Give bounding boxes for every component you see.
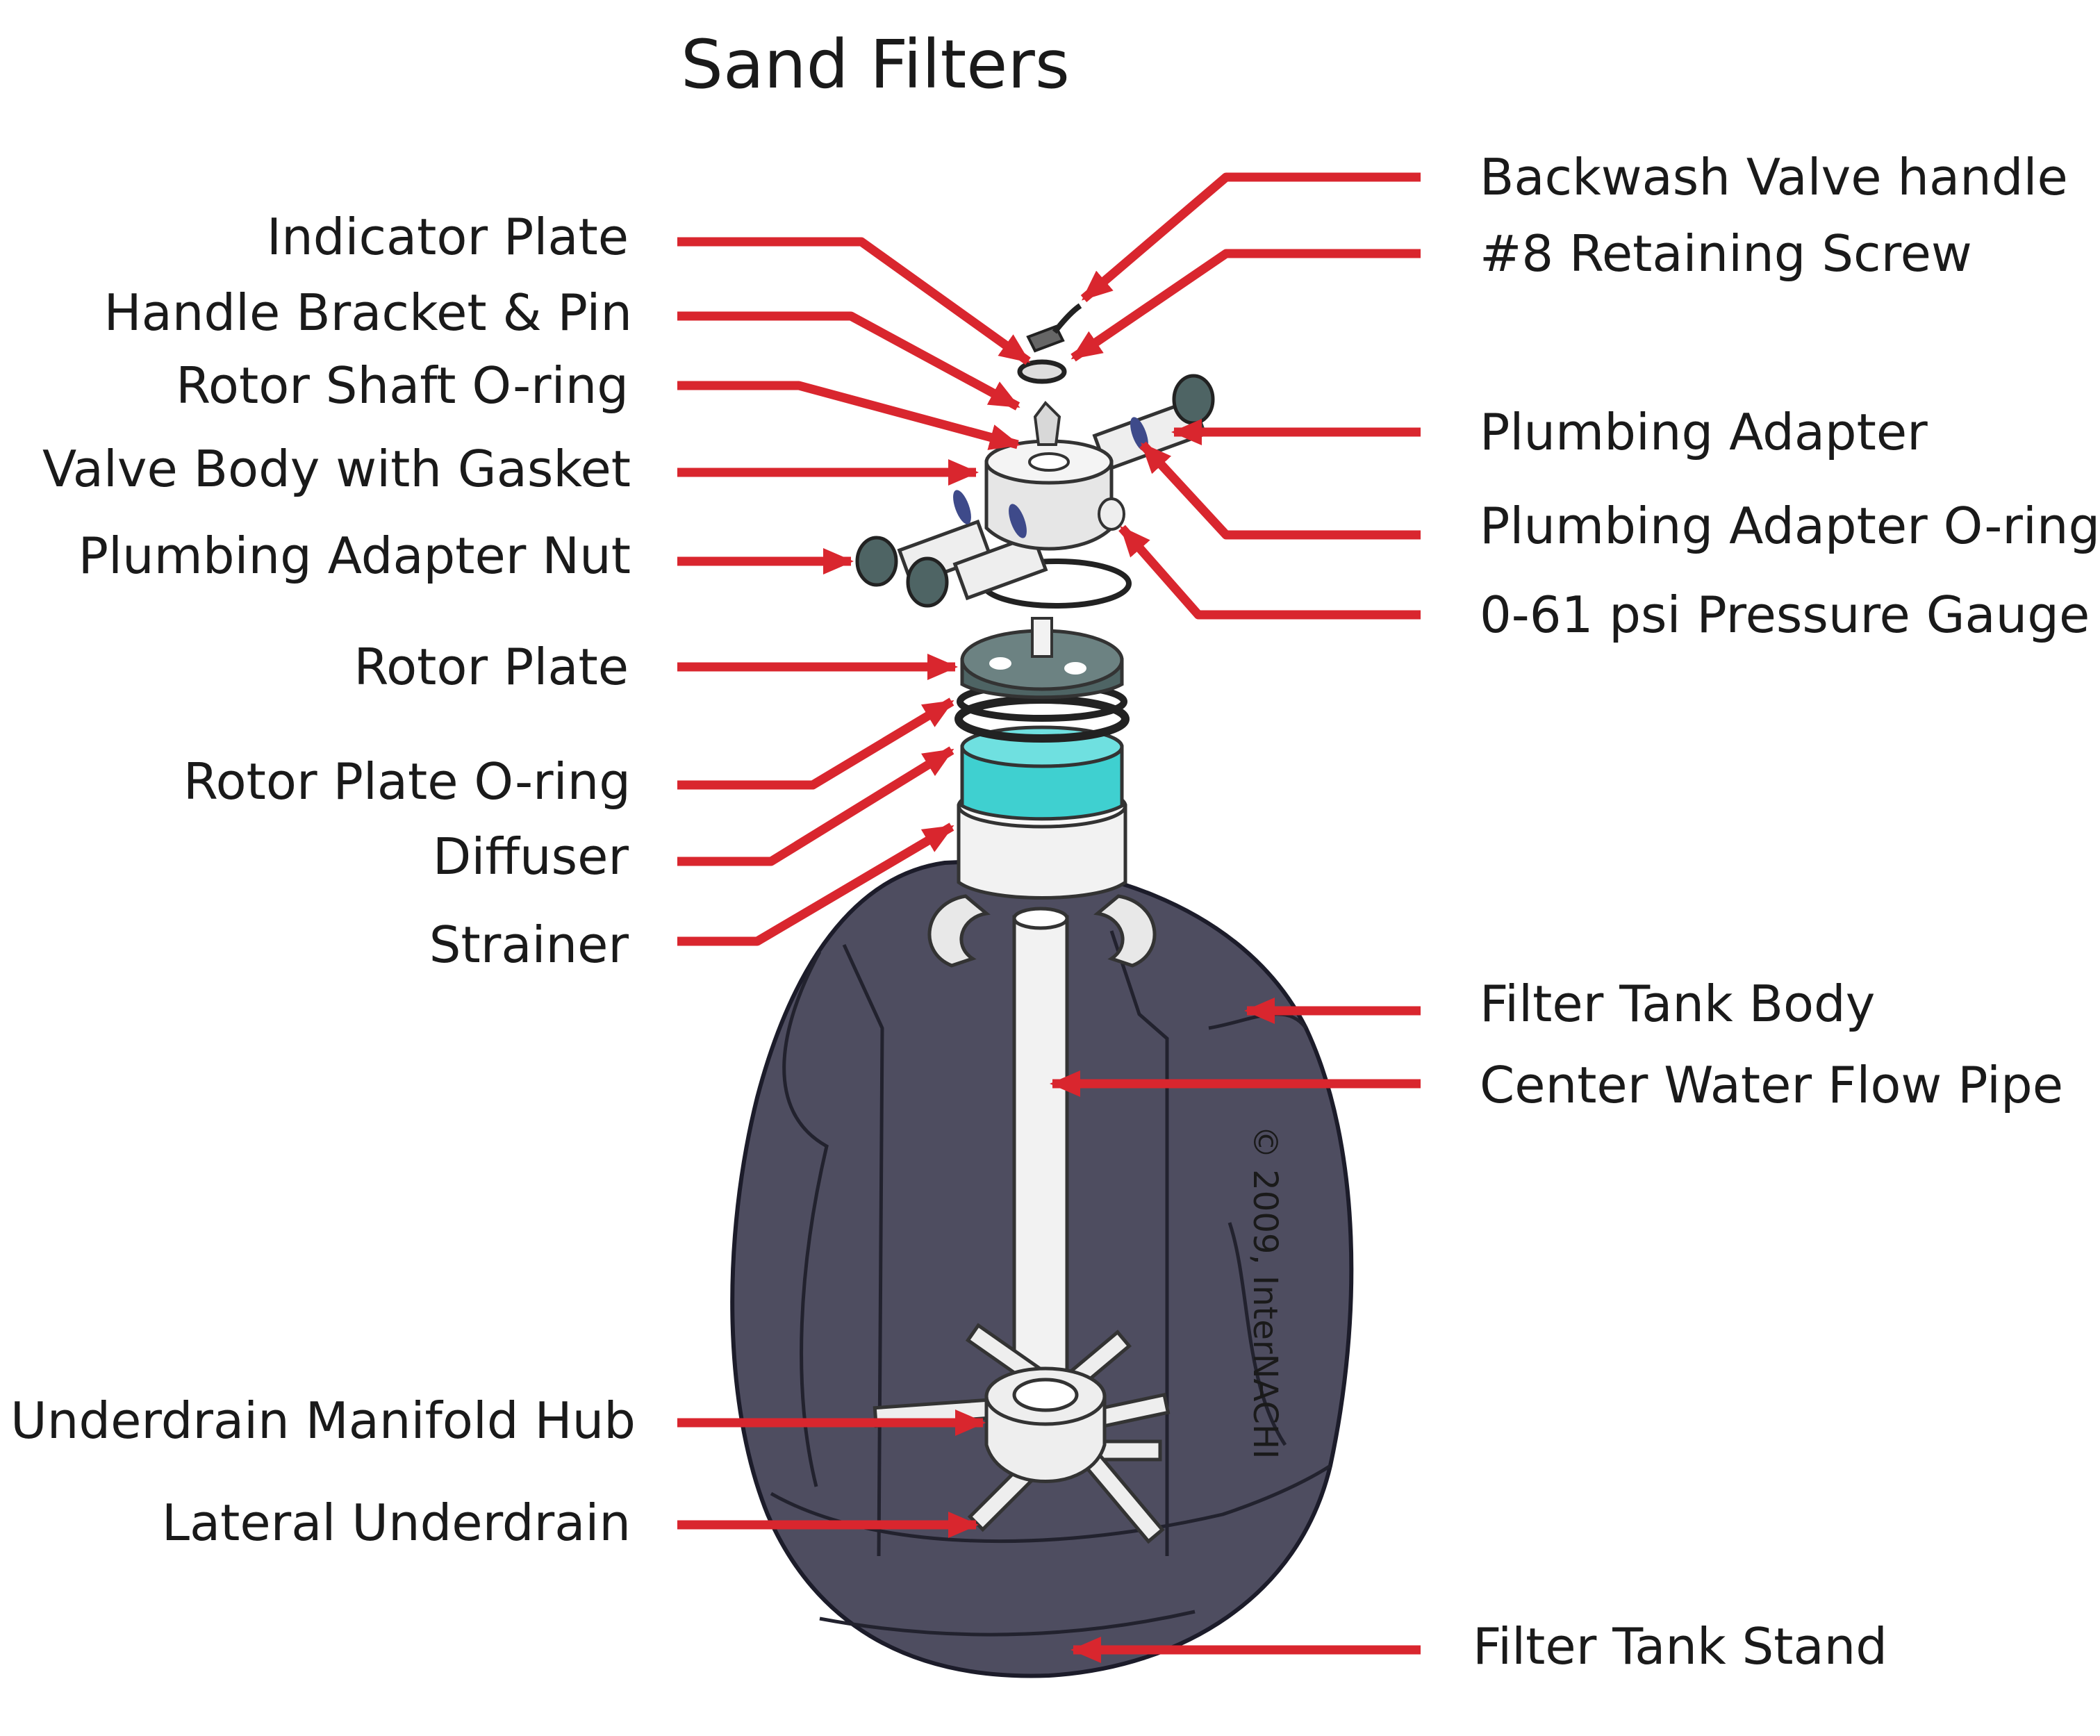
arrow-handle-bracket-pin <box>677 311 1020 411</box>
arrow-rotor-plate-o-ring <box>677 697 954 790</box>
arrow-retaining-screw <box>1070 249 1421 362</box>
label-indicator-plate: Indicator Plate <box>267 208 629 266</box>
label-pressure-gauge: 0-61 psi Pressure Gauge <box>1480 586 2090 644</box>
arrow-pressure-gauge <box>1118 524 1421 620</box>
label-lateral-underdrain: Lateral Underdrain <box>162 1494 631 1552</box>
rotor-plate-part <box>960 617 1124 700</box>
label-diffuser: Diffuser <box>433 827 629 886</box>
arrow-rotor-shaft-o-ring <box>677 381 1020 450</box>
label-filter-tank-stand: Filter Tank Stand <box>1473 1617 1887 1676</box>
label-plumbing-adapter: Plumbing Adapter <box>1480 403 1928 461</box>
label-rotor-shaft-o-ring: Rotor Shaft O-ring <box>176 356 629 415</box>
valve-body-part <box>897 397 1207 601</box>
rotor-plate-o-ring-part <box>954 695 1130 743</box>
label-underdrain-manifold-hub: Underdrain Manifold Hub <box>10 1391 636 1450</box>
label-center-water-flow-pipe: Center Water Flow Pipe <box>1480 1056 2063 1114</box>
center-water-flow-pipe-part <box>1012 907 1069 1391</box>
plumbing-adapter-nuts-part <box>855 374 1215 608</box>
label-valve-body-gasket: Valve Body with Gasket <box>42 440 631 498</box>
label-plumbing-adapter-nut: Plumbing Adapter Nut <box>78 527 631 585</box>
arrow-backwash-valve-handle <box>1080 172 1421 302</box>
valve-top-parts <box>1017 303 1082 446</box>
arrow-plumbing-adapter-o-ring <box>1139 441 1421 540</box>
label-rotor-plate-o-ring: Rotor Plate O-ring <box>183 752 631 811</box>
label-rotor-plate: Rotor Plate <box>354 638 629 696</box>
label-backwash-valve-handle: Backwash Valve handle <box>1480 148 2068 206</box>
underdrain-assembly-part <box>873 1323 1171 1544</box>
label-strainer: Strainer <box>429 916 629 974</box>
arrow-indicator-plate <box>677 237 1031 365</box>
copyright-text: © 2009, InterNACHI <box>1246 1125 1284 1459</box>
arrow-diffuser <box>677 746 954 866</box>
label-handle-bracket-pin: Handle Bracket & Pin <box>104 283 632 342</box>
diagram-title: Sand Filters <box>681 26 1070 104</box>
label-plumbing-adapter-o-ring: Plumbing Adapter O-ring <box>1480 497 2100 555</box>
strainer-part <box>927 894 1157 968</box>
label-filter-tank-body: Filter Tank Body <box>1480 975 1875 1033</box>
arrow-strainer <box>677 822 954 946</box>
label-retaining-screw: #8 Retaining Screw <box>1480 224 1972 283</box>
